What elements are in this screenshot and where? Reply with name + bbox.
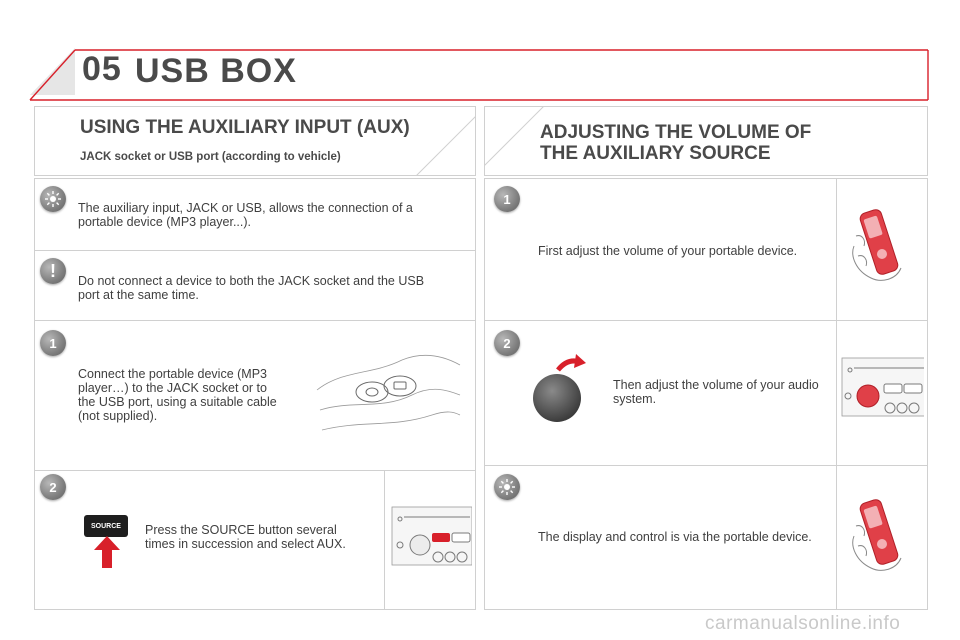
divider — [484, 320, 928, 321]
divider — [34, 320, 476, 321]
light-bulb-icon — [40, 186, 66, 212]
exclamation-icon: ! — [40, 258, 66, 284]
right-section-title-line1: ADJUSTING THE VOLUME OF — [540, 122, 812, 143]
left-section-title: USING THE AUXILIARY INPUT (AUX) — [80, 117, 410, 138]
audio-unit — [841, 357, 924, 417]
watermark: carmanualsonline.info — [705, 613, 901, 634]
divider — [384, 470, 385, 610]
divider — [484, 465, 928, 466]
panel-corner-decoration — [416, 116, 476, 176]
jack-usb-sockets — [316, 355, 461, 431]
step-badge: 2 — [40, 474, 66, 500]
left-section-subtitle: JACK socket or USB port (according to ve… — [80, 151, 341, 163]
step2-text: Press the SOURCE button several times in… — [145, 523, 346, 551]
divider — [34, 250, 476, 251]
right-step2-text: Then adjust the volume of your audio sys… — [613, 378, 819, 406]
warning-text: Do not connect a device to both the JACK… — [78, 274, 425, 302]
chapter-number: 05 — [82, 50, 122, 88]
tip-text: The auxiliary input, JACK or USB, allows… — [78, 201, 413, 229]
step-badge: 1 — [40, 330, 66, 356]
panel-corner-decoration — [484, 106, 544, 166]
portable-device-in-hand — [852, 499, 902, 571]
volume-knob — [533, 354, 586, 422]
left-title-panel — [34, 106, 476, 176]
step1-text: Connect the portable device (MP3 player…… — [78, 367, 277, 423]
step-badge: 1 — [494, 186, 520, 212]
right-step1-text: First adjust the volume of your portable… — [538, 244, 798, 258]
audio-unit — [391, 506, 472, 566]
step-badge: 2 — [494, 330, 520, 356]
right-tip-text: The display and control is via the porta… — [538, 530, 812, 544]
right-section-title-line2: THE AUXILIARY SOURCE — [540, 143, 771, 164]
portable-device-in-hand — [852, 209, 902, 281]
right-title-panel — [484, 106, 928, 176]
chapter-title: USB BOX — [135, 52, 297, 90]
light-bulb-icon — [494, 474, 520, 500]
divider — [836, 178, 837, 610]
red-arrow-icon — [94, 536, 120, 568]
source-button: SOURCE — [84, 515, 128, 537]
divider — [34, 470, 476, 471]
header-decoration — [29, 48, 929, 101]
